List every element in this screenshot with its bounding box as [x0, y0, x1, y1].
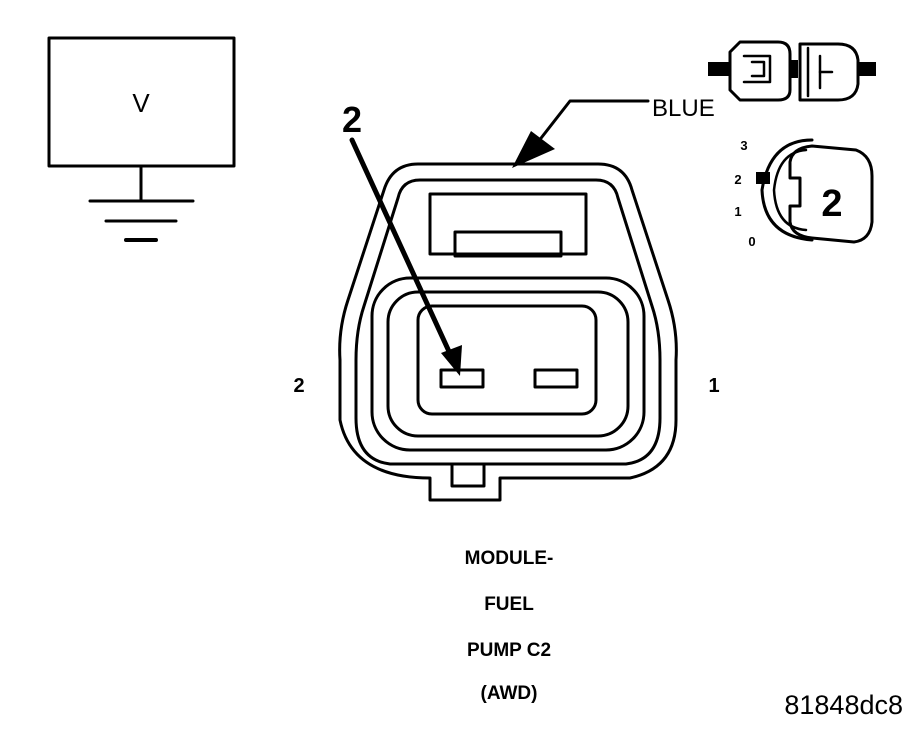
voltmeter-label: V: [132, 88, 150, 118]
pin-selector-icon: 3 2 1 0 2: [734, 138, 874, 249]
ground-icon: [88, 199, 195, 242]
callout-pin-number: 2: [342, 99, 362, 140]
callout-arrow-head: [441, 345, 462, 376]
wire-color-arrow-head: [512, 131, 555, 168]
terminal-cavity-2: [439, 368, 485, 389]
pin-right-label: 1: [708, 375, 719, 397]
connector-name-line: (AWD): [481, 683, 538, 704]
wire-color-label: BLUE: [652, 95, 715, 122]
selector-scale-label: 1: [734, 204, 741, 219]
selector-scale-label: 3: [740, 138, 747, 153]
connector-name: MODULE- FUEL PUMP C2 (AWD): [465, 548, 554, 704]
voltmeter-symbol: V: [47, 36, 236, 242]
figure-id: 81848dc8: [784, 690, 903, 720]
selector-scale-label: 2: [734, 172, 741, 187]
connector-name-line: PUMP C2: [467, 640, 551, 661]
selector-value: 2: [821, 183, 842, 225]
connector-face: [338, 162, 678, 502]
terminal-cavity-1: [533, 368, 579, 389]
callout-arrow-line: [349, 137, 455, 361]
connector-name-line: MODULE-: [465, 548, 554, 569]
selector-scale-label: 0: [748, 234, 755, 249]
connector-name-line: FUEL: [484, 594, 534, 615]
pin-callout: 2: [342, 99, 462, 376]
connector-pair-icon: [708, 40, 876, 102]
wire-color-callout: BLUE: [512, 95, 715, 168]
pin-left-label: 2: [293, 375, 304, 397]
